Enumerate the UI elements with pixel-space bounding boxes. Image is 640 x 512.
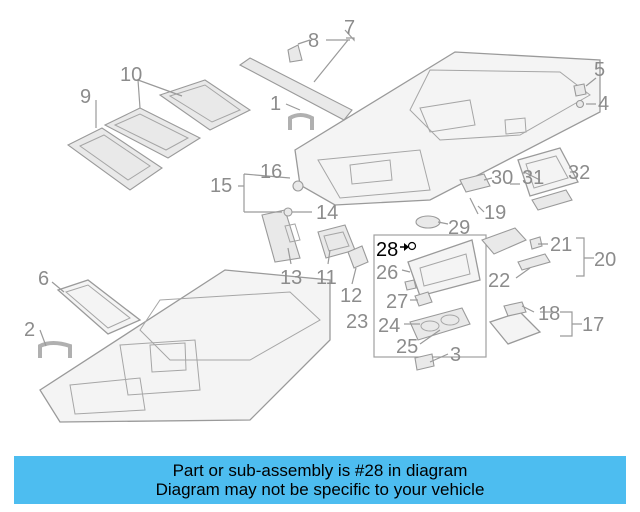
callout-23: 23 [346, 311, 368, 333]
callout-19: 19 [484, 202, 506, 224]
part-17-lamp [488, 311, 542, 345]
part-5-clip [573, 83, 587, 97]
part-9-pad [66, 127, 163, 191]
callout-20: 20 [594, 249, 616, 271]
part-19-wire [469, 197, 479, 215]
callout-5: 5 [594, 59, 605, 81]
callout-4: 4 [598, 93, 609, 115]
callout-26: 26 [376, 262, 398, 284]
callout-24: 24 [378, 315, 400, 337]
part-6-panel [56, 279, 142, 335]
part-20-lamp [481, 227, 527, 255]
part-27-clip [414, 291, 433, 307]
part-29-lens [415, 215, 441, 229]
part-4-clip [575, 99, 585, 109]
part-7-rail [238, 44, 353, 121]
part-3-clip [414, 353, 435, 371]
callout-labels: 7 8 10 9 1 5 4 16 15 14 13 11 12 6 2 30 … [24, 17, 616, 366]
leader-28 [400, 243, 409, 251]
part-28-clip [407, 241, 417, 251]
callout-29: 29 [448, 217, 470, 239]
callout-12: 12 [340, 285, 362, 307]
part-16-clip [292, 180, 304, 192]
callout-2: 2 [24, 319, 35, 341]
part-22-clip [517, 253, 551, 271]
part-13-visor [261, 209, 301, 263]
callout-7: 7 [344, 17, 355, 39]
callout-16: 16 [260, 161, 282, 183]
part-2-handle [38, 341, 72, 358]
callout-1: 1 [270, 93, 281, 115]
callout-31: 31 [522, 167, 544, 189]
info-banner: Part or sub-assembly is #28 in diagram D… [14, 456, 626, 504]
banner-line-1: Part or sub-assembly is #28 in diagram [172, 461, 468, 480]
part-21-clip [529, 236, 543, 250]
callout-15: 15 [210, 175, 232, 197]
leader-lines [39, 29, 597, 363]
part-11-lamp [317, 224, 356, 259]
part-30-lamp [459, 173, 491, 193]
part-32-lens [531, 189, 573, 211]
part-12-bulb [347, 245, 369, 269]
headliner-lower [39, 269, 331, 423]
part-31-lamp [517, 147, 579, 197]
part-18-bulb [503, 301, 527, 317]
banner-line-2: Diagram may not be specific to your vehi… [155, 480, 485, 499]
callout-11: 11 [316, 267, 337, 289]
callout-30: 30 [491, 167, 513, 189]
callout-8: 8 [308, 30, 319, 52]
part-10-pads [103, 79, 252, 159]
callout-32: 32 [568, 162, 590, 184]
part-1-handle [288, 113, 314, 130]
part-26-clip [404, 279, 417, 291]
callout-21: 21 [550, 234, 572, 256]
callout-18: 18 [538, 303, 560, 325]
callout-27: 27 [386, 291, 408, 313]
headliner-upper [294, 51, 601, 206]
callout-22: 22 [488, 270, 510, 292]
parts-diagram: 7 8 10 9 1 5 4 16 15 14 13 11 12 6 2 30 … [24, 17, 616, 423]
callout-3: 3 [450, 344, 461, 366]
part-14-clip [283, 207, 293, 217]
part-23-console [407, 239, 481, 341]
callout-17: 17 [582, 314, 604, 336]
callout-6: 6 [38, 268, 49, 290]
callout-10: 10 [120, 64, 142, 86]
callout-28: 28 [376, 239, 398, 261]
callout-14: 14 [316, 202, 338, 224]
callout-25: 25 [396, 336, 418, 358]
callout-9: 9 [80, 86, 91, 108]
callout-13: 13 [280, 267, 302, 289]
